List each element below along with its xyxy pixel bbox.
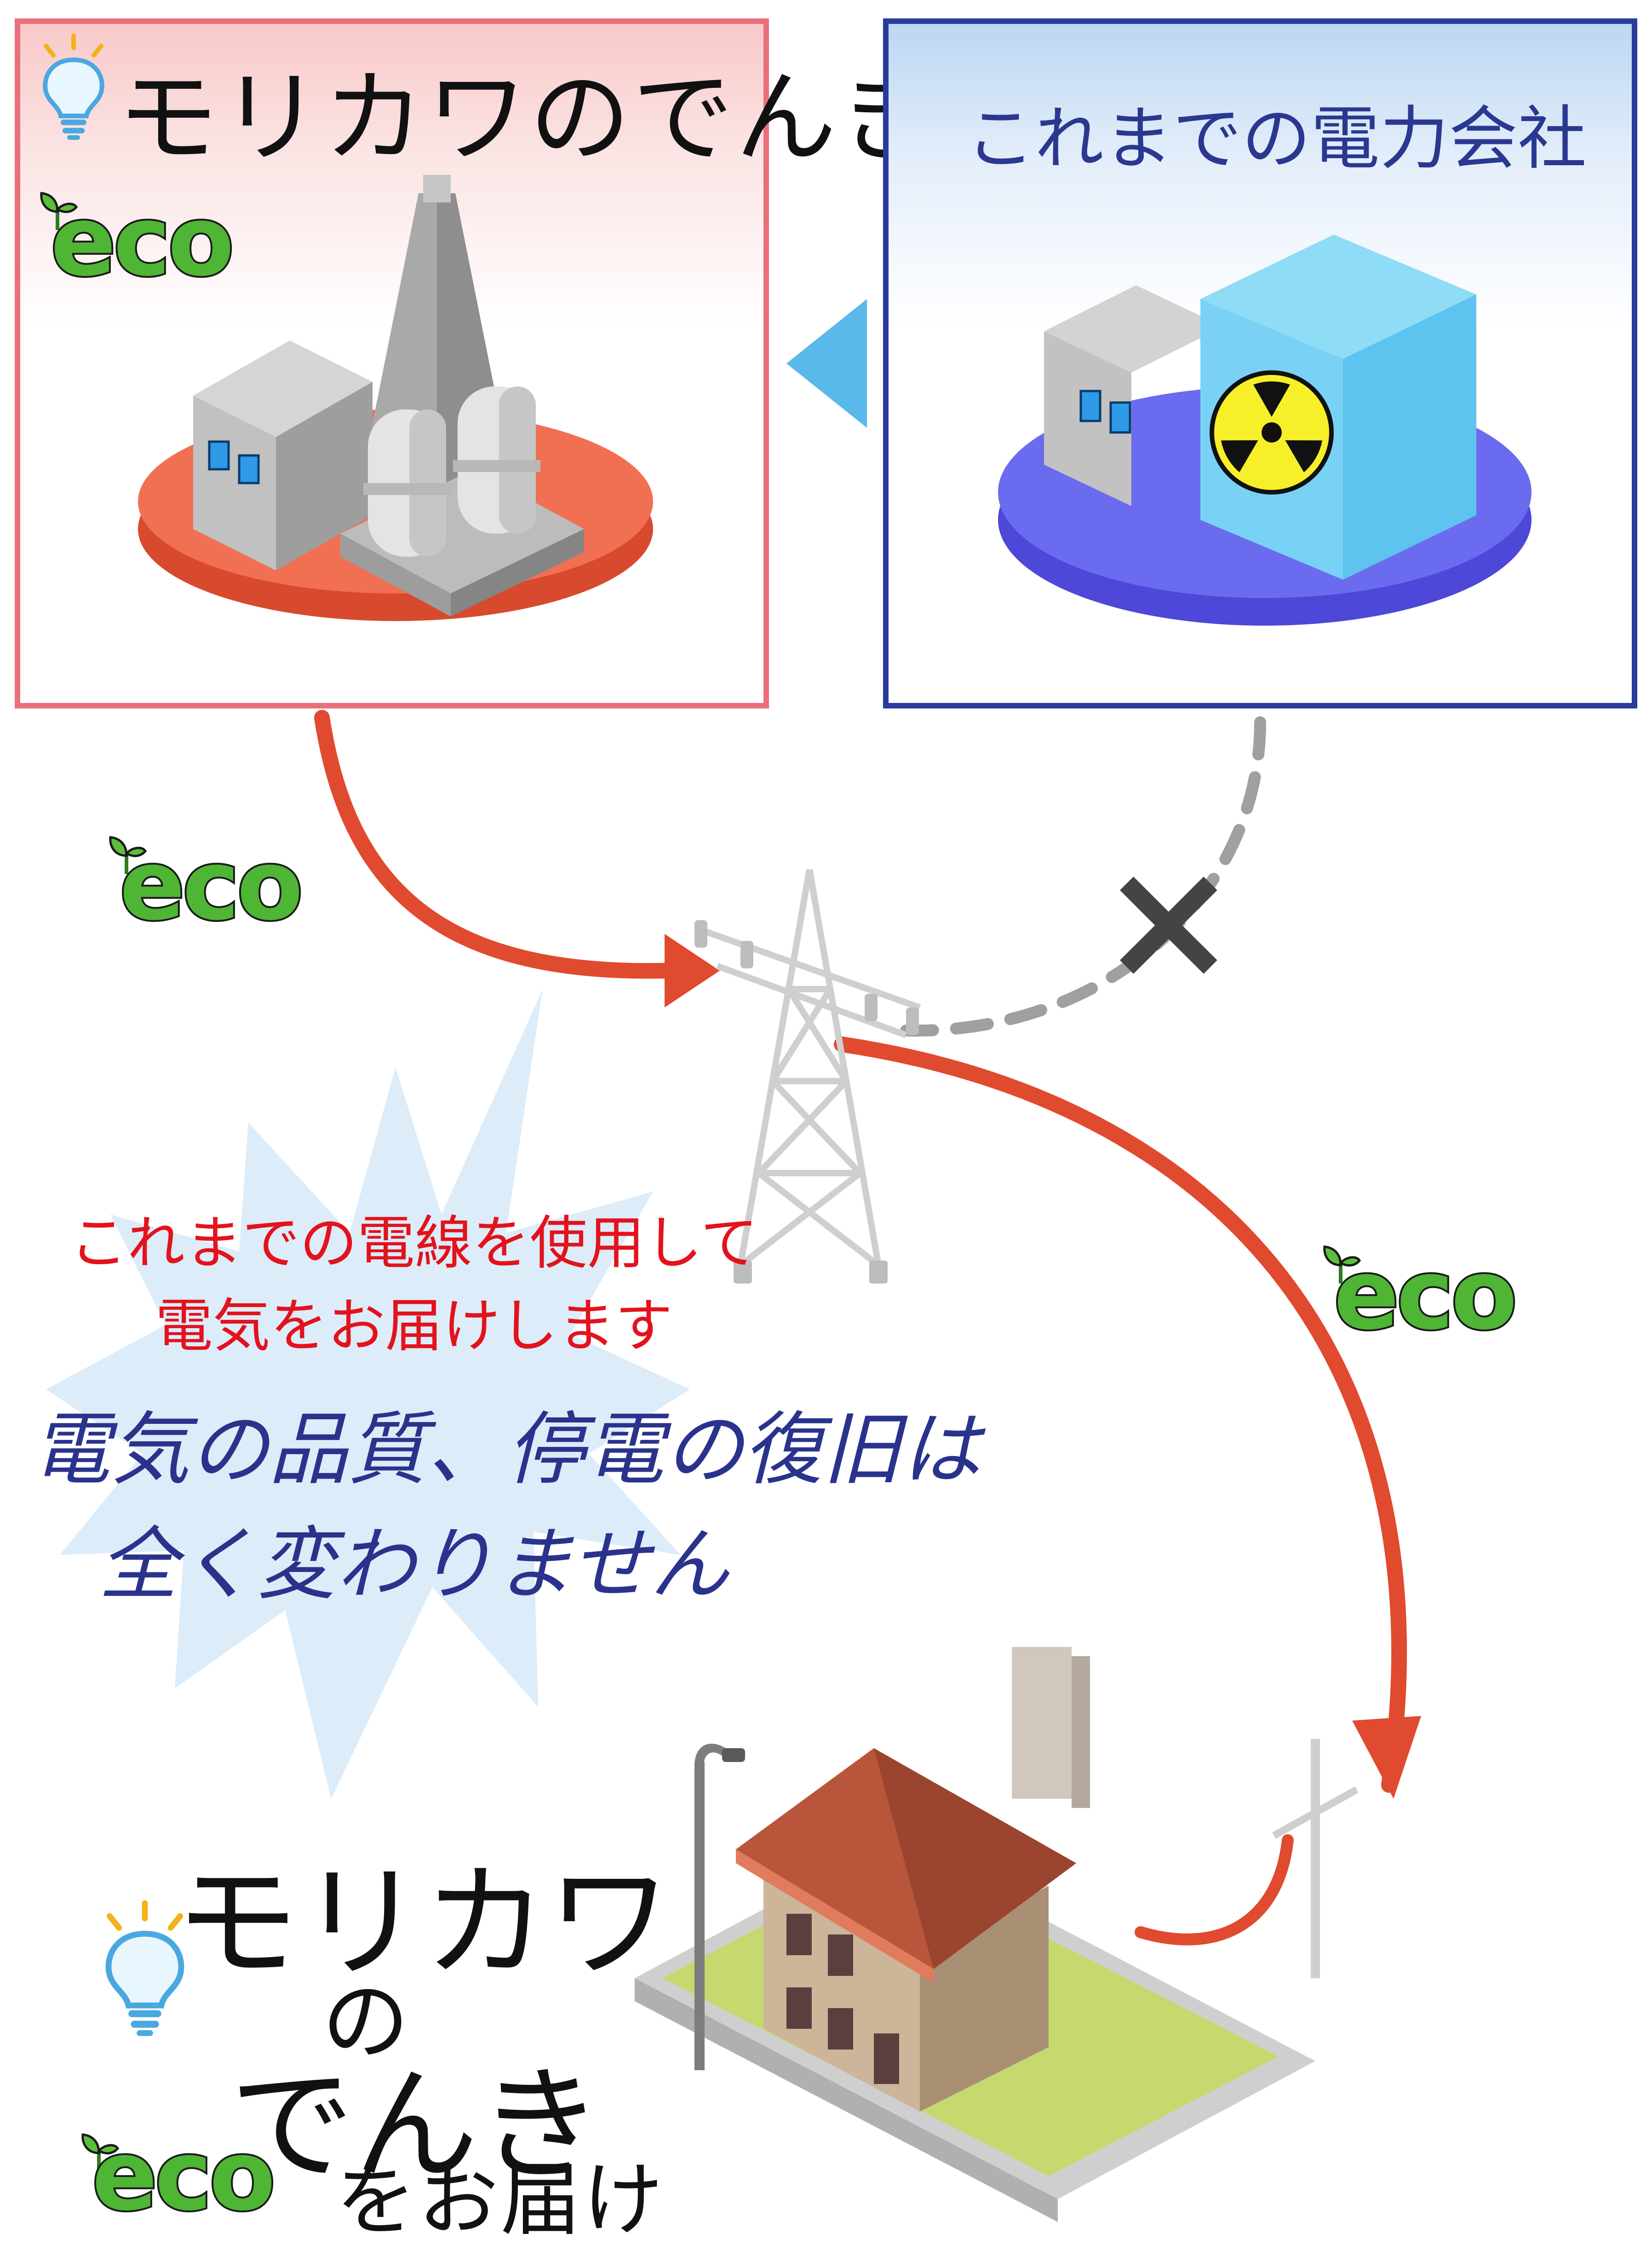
callout-line-3: 電気の品質、停電の復旧は bbox=[31, 1403, 981, 1496]
callout-line-1: これまでの電線を使用して bbox=[69, 1210, 758, 1277]
sprout-icon bbox=[81, 2133, 120, 2171]
brand-title: モリカワのでんき bbox=[117, 59, 942, 177]
bottom-brand-line-2: の bbox=[322, 1971, 410, 2073]
old-utility-title: これまでの電力会社 bbox=[966, 99, 1587, 179]
eco-text: eco bbox=[49, 185, 236, 298]
bottom-brand-line-1: モリカワ bbox=[175, 1850, 671, 1995]
bottom-brand-line-3: でんき bbox=[230, 2053, 602, 2198]
cross-mark: × bbox=[1099, 823, 1238, 1016]
callout-line-2: 電気をお届けします bbox=[155, 1293, 673, 1359]
eco-badge-flow-1: eco bbox=[106, 828, 363, 940]
callout-line-4: 全く変わりません bbox=[98, 1518, 729, 1611]
utility-pole-illustration bbox=[1272, 1739, 1359, 1978]
eco-text: eco bbox=[1332, 1238, 1519, 1351]
eco-badge-bottom: eco bbox=[78, 2119, 354, 2232]
power-plant-illustration bbox=[138, 175, 653, 621]
house-illustration bbox=[635, 1647, 1315, 2222]
transmission-tower-illustration bbox=[694, 869, 921, 1284]
eco-text: eco bbox=[118, 829, 305, 942]
sprout-icon bbox=[40, 192, 78, 230]
switch-arrow-icon bbox=[786, 299, 867, 428]
callout-burst bbox=[46, 989, 690, 1799]
nuclear-plant-illustration bbox=[998, 235, 1532, 626]
eco-badge: eco bbox=[37, 184, 294, 296]
lightbulb-icon bbox=[105, 1900, 184, 2036]
sprout-icon bbox=[1323, 1245, 1361, 1284]
bottom-brand-suffix: をお届け bbox=[336, 2153, 665, 2247]
eco-text: eco bbox=[90, 2119, 277, 2232]
lightbulb-icon bbox=[43, 34, 104, 140]
sprout-icon bbox=[109, 836, 147, 874]
radiation-icon bbox=[1210, 370, 1334, 495]
eco-badge-flow-2: eco bbox=[1320, 1238, 1577, 1350]
